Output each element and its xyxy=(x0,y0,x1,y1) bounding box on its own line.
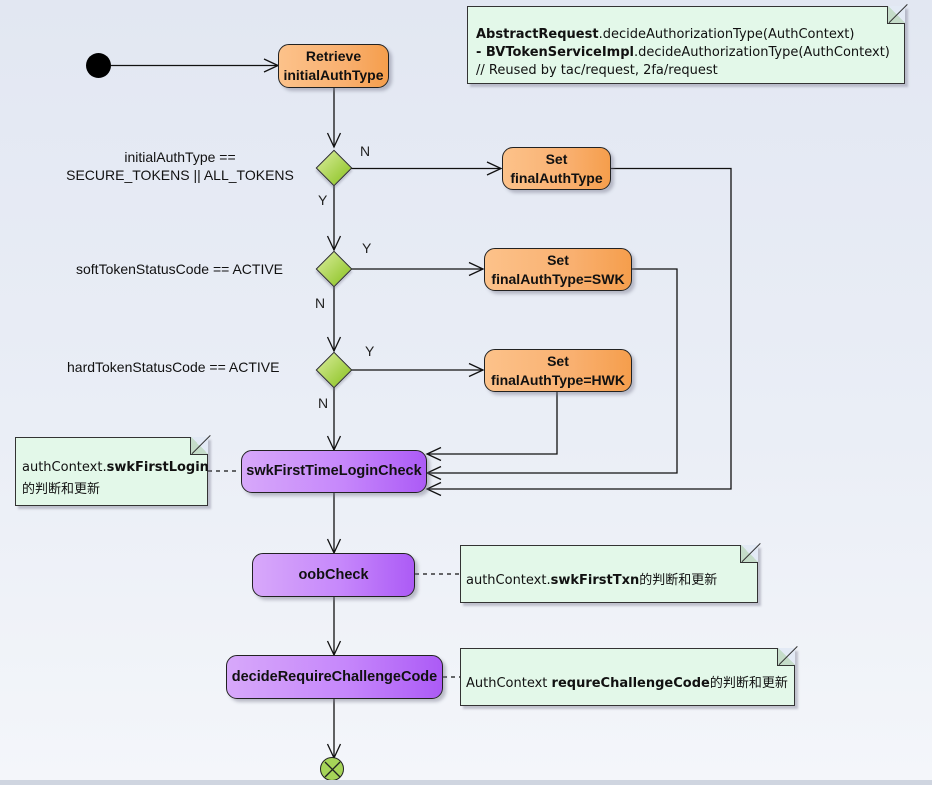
action-label: Set xyxy=(547,352,569,369)
flow-set-hwk-to-swk-check xyxy=(427,392,558,455)
arrowhead xyxy=(425,481,442,497)
action-label: Set xyxy=(547,251,569,268)
branch-label-n: N xyxy=(318,395,329,411)
initial-node xyxy=(86,53,111,78)
action-label: Retrieve xyxy=(305,48,362,64)
note-text: 的判断和更新 xyxy=(709,676,788,691)
action-label: Set xyxy=(545,150,568,167)
decision-condition-label: initialAuthType == SECURE_TOKENS || ALL_… xyxy=(56,148,304,184)
note-fold-corner xyxy=(887,6,905,24)
note-require-challenge-code: AuthContext requreChallengeCode的判断和更新 xyxy=(460,648,795,706)
note-line: authContext.swkFirstLogin xyxy=(22,457,209,479)
note-text: .decideAuthorizationType(AuthContext) xyxy=(634,45,890,60)
note-text: authContext. xyxy=(466,573,551,588)
branch-label-y: Y xyxy=(318,192,328,208)
action-label: oobCheck xyxy=(298,566,369,583)
note-swk-first-login: authContext.swkFirstLogin 的判断和更新 xyxy=(15,437,209,506)
note-fold-corner xyxy=(190,437,208,455)
branch-label-y: Y xyxy=(362,240,372,256)
action-oob-check[interactable]: oobCheck xyxy=(252,553,415,597)
arrowhead xyxy=(326,132,342,149)
action-label: finalAuthType=SWK xyxy=(491,270,625,287)
action-swk-first-time-login-check[interactable]: swkFirstTimeLoginCheck xyxy=(241,450,427,493)
decision-condition-label: hardTokenStatusCode == ACTIVE xyxy=(67,359,280,375)
horizontal-scrollbar-track[interactable] xyxy=(0,780,932,785)
arrowhead xyxy=(326,336,342,353)
note-line: // Reused by tac/request, 2fa/request xyxy=(476,63,718,78)
note-swk-first-txn: authContext.swkFirstTxn的判断和更新 xyxy=(460,545,758,603)
action-label: initialAuthType xyxy=(283,67,384,83)
arrowhead xyxy=(326,235,342,252)
final-node xyxy=(320,757,344,781)
action-label: decideRequireChallengeCode xyxy=(231,668,438,685)
condition-line: initialAuthType == xyxy=(124,149,236,165)
note-method-reference: AbstractRequest.decideAuthorizationType(… xyxy=(467,6,905,84)
note-line: - BVTokenServiceImpl.decideAuthorization… xyxy=(476,44,904,62)
action-decide-require-challenge-code[interactable]: decideRequireChallengeCode xyxy=(226,655,443,699)
note-text: .decideAuthorizationType(AuthContext) xyxy=(598,27,855,42)
action-set-final-auth-type[interactable]: Set finalAuthType xyxy=(502,147,611,190)
action-retrieve-initial-auth-type[interactable]: Retrieve initialAuthType xyxy=(278,44,389,88)
decision-condition-label: softTokenStatusCode == ACTIVE xyxy=(76,261,284,277)
note-text: AuthContext xyxy=(466,676,552,691)
action-label: finalAuthType=HWK xyxy=(491,371,625,388)
note-bold-text: requreChallengeCode xyxy=(551,676,710,691)
action-label: swkFirstTimeLoginCheck xyxy=(246,463,422,479)
note-line: AbstractRequest.decideAuthorizationType(… xyxy=(476,26,904,44)
branch-label-n: N xyxy=(360,143,371,159)
arrowhead xyxy=(468,362,485,378)
action-set-final-auth-type-swk[interactable]: Set finalAuthType=SWK xyxy=(484,248,632,291)
action-set-final-auth-type-hwk[interactable]: Set finalAuthType=HWK xyxy=(484,349,632,392)
note-bold-text: AbstractRequest xyxy=(476,27,599,42)
note-fold-corner xyxy=(777,648,795,666)
action-label: finalAuthType xyxy=(510,169,603,186)
note-bold-text: swkFirstLogin xyxy=(106,460,209,475)
note-line: 的判断和更新 xyxy=(22,482,101,497)
flow-set-final-to-swk-check xyxy=(427,167,732,490)
note-bold-text: - BVTokenServiceImpl xyxy=(476,45,634,60)
note-text: authContext. xyxy=(22,460,107,475)
flow-set-swk-to-swk-check xyxy=(427,268,678,474)
branch-label-n: N xyxy=(315,295,326,311)
note-fold-corner xyxy=(740,545,758,563)
branch-label-y: Y xyxy=(365,343,375,359)
condition-line: SECURE_TOKENS || ALL_TOKENS xyxy=(66,167,294,183)
final-cross-icon xyxy=(324,761,341,778)
arrowhead xyxy=(468,261,485,277)
note-text: 的判断和更新 xyxy=(639,573,718,588)
arrowhead xyxy=(425,446,442,462)
arrowhead xyxy=(425,465,442,481)
note-bold-text: swkFirstTxn xyxy=(550,573,640,588)
arrowhead xyxy=(486,161,503,176)
